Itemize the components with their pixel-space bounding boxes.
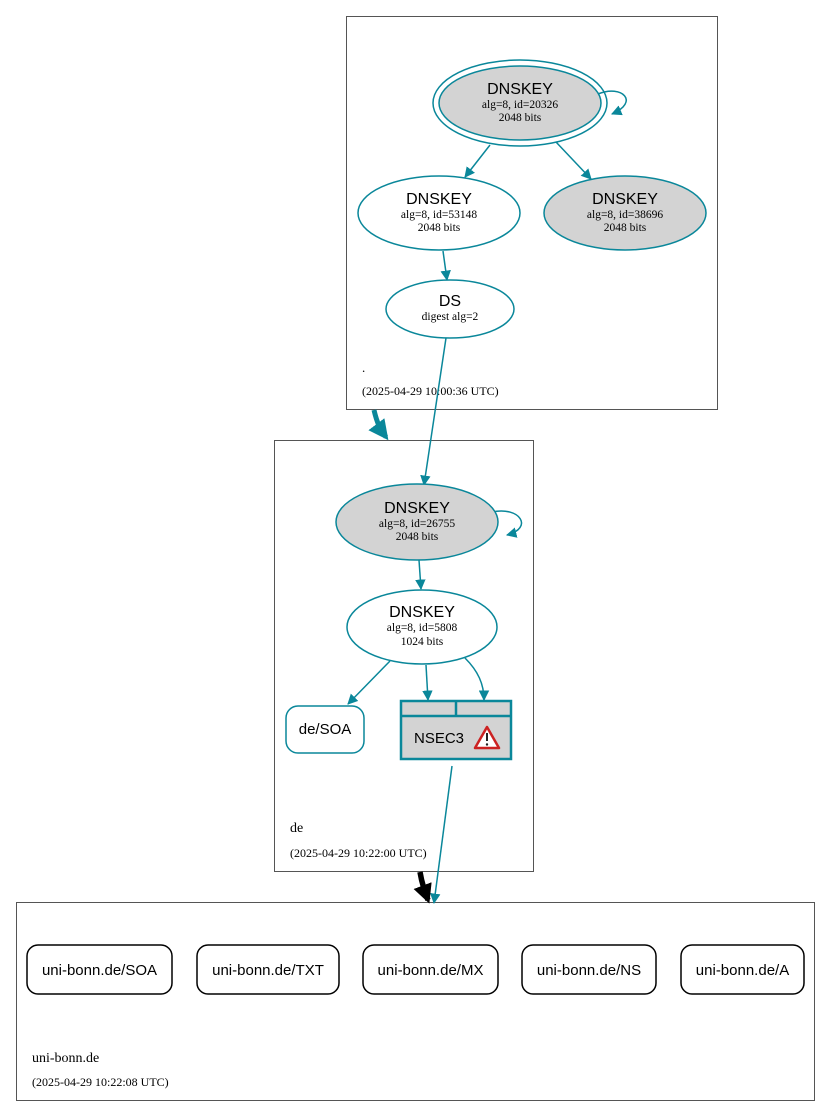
edge-root-ksk-to-key3 — [555, 141, 592, 180]
node-de-ksk-line2: 2048 bits — [396, 531, 439, 543]
node-de-ksk[interactable]: DNSKEY alg=8, id=26755 2048 bits — [335, 483, 499, 561]
node-root-zsk-line1: alg=8, id=53148 — [401, 209, 477, 221]
edge-delegation-de-to-uni-bonn — [413, 871, 432, 904]
node-root-key3-line1: alg=8, id=38696 — [587, 209, 663, 221]
node-root-zsk-title: DNSKEY — [406, 191, 472, 208]
zone-uni-bonn-timestamp: (2025-04-29 10:22:08 UTC) — [32, 1075, 169, 1089]
edge-de-ksk-to-zsk — [415, 559, 426, 591]
edge-root-ksk-to-zsk — [464, 144, 491, 178]
node-de-soa[interactable]: de/SOA — [285, 705, 365, 754]
record-label: uni-bonn.de/NS — [537, 962, 641, 979]
node-root-ksk-title: DNSKEY — [487, 81, 553, 98]
node-de-zsk-line1: alg=8, id=5808 — [387, 622, 458, 634]
zone-root-name: . — [362, 360, 365, 375]
node-de-zsk-line2: 1024 bits — [401, 636, 444, 648]
record-uni-bonn-mx[interactable]: uni-bonn.de/MX — [362, 944, 499, 995]
record-uni-bonn-ns[interactable]: uni-bonn.de/NS — [521, 944, 657, 995]
node-root-ksk-line1: alg=8, id=20326 — [482, 99, 558, 111]
edge-de-zsk-to-soa — [347, 660, 391, 705]
node-root-ksk-line2: 2048 bits — [499, 112, 542, 124]
zone-de-box — [274, 440, 534, 872]
node-ds-line1: digest alg=2 — [422, 311, 479, 323]
node-de-ksk-title: DNSKEY — [384, 500, 450, 517]
node-root-key3-title: DNSKEY — [592, 191, 658, 208]
node-nsec3-label: NSEC3 — [414, 730, 464, 747]
node-nsec3[interactable]: NSEC3 — [399, 699, 513, 761]
record-uni-bonn-soa[interactable]: uni-bonn.de/SOA — [26, 944, 173, 995]
node-root-zsk-line2: 2048 bits — [418, 222, 461, 234]
zone-de-name: de — [290, 821, 303, 836]
node-de-zsk-title: DNSKEY — [389, 604, 455, 621]
zone-uni-bonn-box — [16, 902, 815, 1101]
zone-de-timestamp: (2025-04-29 10:22:00 UTC) — [290, 846, 427, 860]
edge-de-ksk-self — [491, 510, 523, 538]
edge-ds-to-de-ksk — [420, 337, 447, 487]
node-de-zsk[interactable]: DNSKEY alg=8, id=5808 1024 bits — [346, 589, 498, 665]
edge-root-zsk-to-ds — [440, 250, 451, 282]
record-label: uni-bonn.de/SOA — [42, 962, 157, 979]
node-root-key-38696[interactable]: DNSKEY alg=8, id=38696 2048 bits — [543, 175, 707, 251]
zone-uni-bonn-name: uni-bonn.de — [32, 1051, 99, 1066]
edge-de-zsk-to-nsec3-b — [464, 657, 490, 702]
node-root-zsk[interactable]: DNSKEY alg=8, id=53148 2048 bits — [357, 175, 521, 251]
node-de-soa-label: de/SOA — [299, 721, 352, 738]
edge-nsec3-to-uni-bonn — [430, 765, 453, 905]
edge-de-zsk-to-nsec3-a — [422, 664, 433, 702]
zone-root-timestamp: (2025-04-29 10:00:36 UTC) — [362, 384, 499, 398]
edge-root-ksk-self — [597, 90, 627, 116]
zone-root-box — [346, 16, 718, 410]
record-label: uni-bonn.de/A — [696, 962, 789, 979]
warning-icon — [473, 725, 501, 750]
edge-delegation-root-to-de — [368, 409, 389, 441]
record-label: uni-bonn.de/TXT — [212, 962, 324, 979]
node-ds-title: DS — [439, 293, 461, 310]
node-de-ksk-line1: alg=8, id=26755 — [379, 518, 455, 530]
record-uni-bonn-a[interactable]: uni-bonn.de/A — [680, 944, 805, 995]
node-root-ksk[interactable]: DNSKEY alg=8, id=20326 2048 bits — [432, 59, 608, 147]
node-root-key3-line2: 2048 bits — [604, 222, 647, 234]
record-uni-bonn-txt[interactable]: uni-bonn.de/TXT — [196, 944, 340, 995]
record-label: uni-bonn.de/MX — [378, 962, 484, 979]
node-ds[interactable]: DS digest alg=2 — [385, 279, 515, 339]
